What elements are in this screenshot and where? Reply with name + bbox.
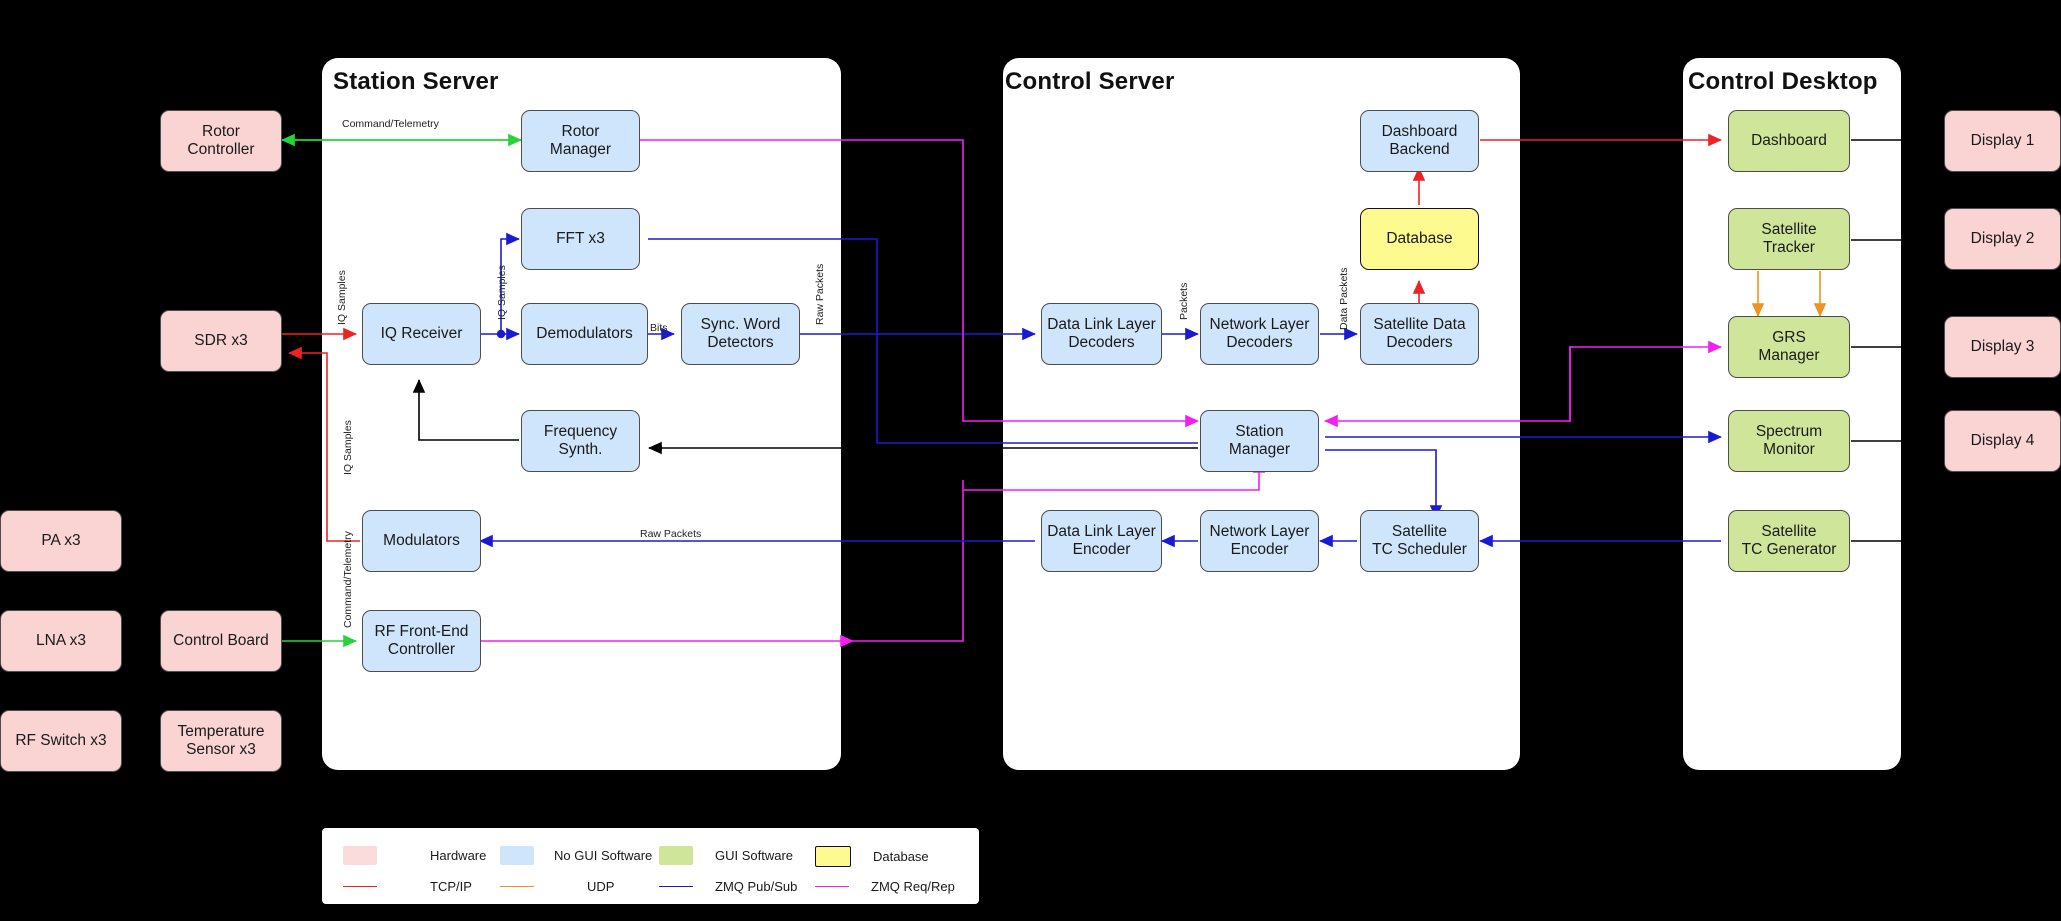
legend-line-tcp-ip: TCP/IP [343, 879, 472, 894]
legend-line-udp: UDP [500, 879, 614, 894]
legend-label-no-gui-software: No GUI Software [554, 848, 653, 863]
panel-title-control-server: Control Server [1005, 68, 1175, 95]
edge-label-bits: Bits [650, 322, 668, 334]
edge-label-raw-packets-in: Raw Packets [640, 528, 702, 540]
edge-label-command-telemetry-rfe: Command/Telemetry [342, 531, 354, 628]
legend-color-no-gui-software [500, 846, 534, 865]
hw-node-control-board[interactable]: Control Board [160, 610, 282, 672]
display-node-4[interactable]: Display 4 [1944, 410, 2061, 472]
legend-color-gui-software [659, 846, 693, 865]
legend-label-hardware: Hardware [430, 848, 487, 863]
legend-swatch-no-gui-software: No GUI Software [500, 846, 652, 865]
legend-line-zmq-pub-sub: ZMQ Pub/Sub [659, 879, 797, 894]
legend-label-udp: UDP [587, 879, 615, 894]
legend-label-zmq-req-rep: ZMQ Req/Rep [871, 879, 955, 894]
edge-label-packets: Packets [1178, 282, 1190, 320]
hw-node-pa[interactable]: PA x3 [0, 510, 122, 572]
legend-linecolor-zmq-pub-sub [659, 886, 693, 887]
legend-label-gui-software: GUI Software [715, 848, 794, 863]
legend-linecolor-udp [500, 886, 534, 887]
legend-swatch-database: Database [815, 846, 929, 867]
edge-label-iq-samples-modulators: IQ Samples [342, 420, 354, 475]
node-iq-receiver[interactable]: IQ Receiver [362, 303, 481, 365]
legend-linecolor-tcp-ip [343, 886, 377, 887]
edge-label-data-packets: Data Packets [1338, 267, 1350, 330]
panel-title-control-desktop: Control Desktop [1688, 68, 1878, 95]
legend-label-tcp-ip: TCP/IP [430, 879, 472, 894]
display-node-1[interactable]: Display 1 [1944, 110, 2061, 172]
hw-node-lna[interactable]: LNA x3 [0, 610, 122, 672]
legend-label-database: Database [873, 849, 929, 864]
display-node-2[interactable]: Display 2 [1944, 208, 2061, 270]
display-node-3[interactable]: Display 3 [1944, 316, 2061, 378]
edge-label-command-telemetry-rotor: Command/Telemetry [342, 118, 439, 130]
legend-linecolor-zmq-req-rep [815, 886, 849, 887]
legend-swatch-gui-software: GUI Software [659, 846, 793, 865]
edge-label-iq-samples-sdr: IQ Samples [336, 270, 348, 325]
legend-line-zmq-req-rep: ZMQ Req/Rep [815, 879, 955, 894]
node-dashboard[interactable]: Dashboard [1728, 110, 1850, 172]
node-database[interactable]: Database [1360, 208, 1479, 270]
legend-color-hardware [343, 846, 377, 865]
panel-title-station-server: Station Server [333, 68, 499, 95]
legend-panel: Hardware No GUI Software GUI Software Da… [322, 828, 979, 904]
hw-node-rf-switch[interactable]: RF Switch x3 [0, 710, 122, 772]
legend-label-zmq-pub-sub: ZMQ Pub/Sub [715, 879, 798, 894]
legend-color-database [815, 846, 851, 867]
edge-label-raw-packets-out: Raw Packets [814, 263, 826, 325]
legend-swatch-hardware: Hardware [343, 846, 486, 865]
node-demodulators[interactable]: Demodulators [521, 303, 648, 365]
hw-node-sdr[interactable]: SDR x3 [160, 310, 282, 372]
edge-label-iq-samples-fft: IQ Samples [496, 265, 508, 320]
node-fft[interactable]: FFT x3 [521, 208, 640, 270]
node-modulators[interactable]: Modulators [362, 510, 481, 572]
